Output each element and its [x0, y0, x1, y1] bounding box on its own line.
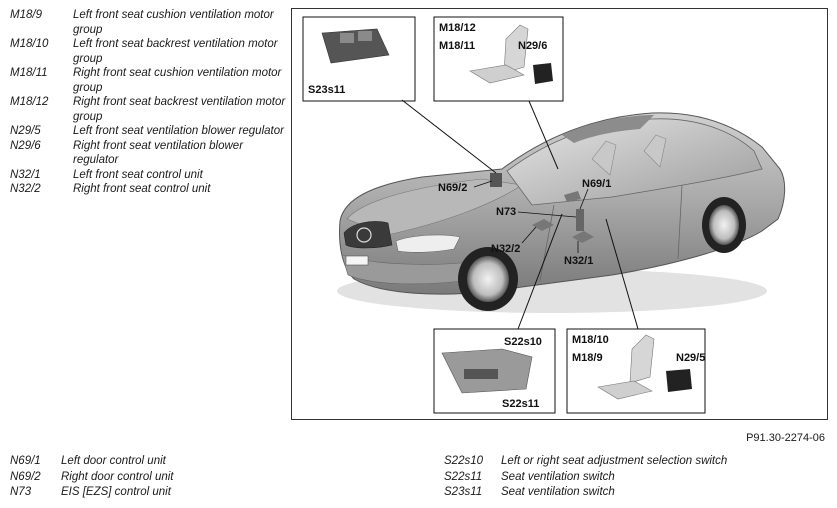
legend-row: M18/12 Right front seat backrest ventilat… [10, 95, 290, 124]
legend-code: N32/2 [10, 183, 41, 195]
legend-desc: Right front seat cushion ventilation mot… [73, 67, 282, 94]
car-illustration [337, 112, 786, 313]
n32-2-component [532, 219, 554, 231]
callout-label: N69/2 [438, 182, 467, 194]
legend-row: M18/9 Left front seat cushion ventilation… [10, 8, 290, 37]
diagram-figure: S23s11 M18/12 M18/11 N29/6 S22s10 S22s11 [291, 8, 828, 420]
legend-code: M18/12 [10, 96, 49, 108]
legend-desc: Left or right seat adjustment selection … [501, 455, 728, 467]
legend-row: N73 EIS [EZS] control unit [10, 485, 370, 501]
callout-label: N29/5 [676, 352, 705, 364]
legend-code: M18/9 [10, 9, 42, 21]
legend-desc: Right front seat control unit [73, 183, 211, 195]
callout-label: S22s10 [504, 336, 542, 348]
leader-line [401, 99, 497, 174]
legend-desc: Seat ventilation switch [501, 486, 615, 498]
leader-line [528, 100, 559, 170]
legend-code: N32/1 [10, 168, 41, 181]
inset-s23s11: S23s11 [302, 16, 416, 102]
callout-label: N73 [496, 206, 516, 218]
legend-code: M18/10 [10, 38, 49, 50]
legend-code: N73 [10, 486, 32, 498]
legend-code: N69/1 [10, 455, 41, 467]
figure-id: P91.30-2274-06 [746, 432, 825, 444]
legend-desc: Left front seat ventilation blower regul… [73, 125, 284, 137]
n32-1-component [572, 231, 594, 243]
legend-code: N29/6 [10, 139, 41, 152]
legend-bottom-right: S22s10 Left or right seat adjustment sele… [444, 454, 824, 501]
callout-label: N69/1 [582, 178, 611, 190]
leader-line [605, 218, 639, 330]
legend-desc: Right front seat ventilation blower regu… [73, 139, 244, 167]
n73-component [576, 209, 584, 231]
legend-top: M18/9 Left front seat cushion ventilation… [10, 8, 290, 197]
legend-desc: Left front seat control unit [73, 168, 203, 181]
callout-label: S22s11 [502, 398, 539, 410]
legend-row: N32/1 Left front seat control unit [10, 168, 290, 183]
inset-right-seat: M18/12 M18/11 N29/6 [433, 16, 564, 102]
legend-desc: Left front seat backrest ventilation mot… [73, 38, 278, 65]
callout-label: M18/11 [439, 40, 475, 52]
legend-row: N32/2 Right front seat control unit [10, 182, 290, 197]
legend-desc: Left front seat cushion ventilation moto… [73, 9, 274, 36]
legend-row: S22s10 Left or right seat adjustment sele… [444, 454, 824, 470]
legend-row: N69/1 Left door control unit [10, 454, 370, 470]
legend-code: S22s10 [444, 455, 484, 467]
callout-label: N32/2 [491, 243, 520, 255]
legend-desc: Left door control unit [61, 455, 166, 467]
legend-row: N29/6 Right front seat ventilation blower… [10, 139, 290, 168]
callout-label: M18/12 [439, 22, 476, 34]
inset-s22s10: S22s10 S22s11 [433, 328, 556, 414]
callout-label: M18/9 [572, 352, 603, 364]
legend-code: M18/11 [10, 67, 48, 79]
legend-row: N69/2 Right door control unit [10, 470, 370, 486]
legend-code: S23s11 [444, 486, 483, 498]
legend-code: N69/2 [10, 470, 41, 483]
legend-desc: EIS [EZS] control unit [61, 486, 171, 498]
callout-label: N32/1 [564, 255, 593, 267]
callout-label: S23s11 [308, 84, 345, 96]
legend-row: S22s11 Seat ventilation switch [444, 470, 824, 486]
legend-row: M18/10 Left front seat backrest ventilati… [10, 37, 290, 66]
legend-desc: Seat ventilation switch [501, 470, 615, 483]
legend-code: N29/5 [10, 125, 41, 137]
inset-left-seat: M18/10 M18/9 N29/5 [566, 328, 706, 414]
legend-row: S23s11 Seat ventilation switch [444, 485, 824, 501]
n69-2-component [490, 173, 502, 187]
legend-bottom-left: N69/1 Left door control unit N69/2 Right d… [10, 454, 370, 501]
callout-label: M18/10 [572, 334, 609, 346]
legend-code: S22s11 [444, 470, 483, 483]
legend-desc: Right front seat backrest ventilation mo… [73, 96, 286, 123]
legend-row: N29/5 Left front seat ventilation blower … [10, 124, 290, 139]
callout-label: N29/6 [518, 40, 547, 52]
legend-row: M18/11 Right front seat cushion ventilati… [10, 66, 290, 95]
car-diagram: S23s11 M18/12 M18/11 N29/6 S22s10 S22s11 [302, 16, 786, 414]
legend-desc: Right door control unit [61, 470, 174, 483]
leader-line [517, 213, 563, 330]
